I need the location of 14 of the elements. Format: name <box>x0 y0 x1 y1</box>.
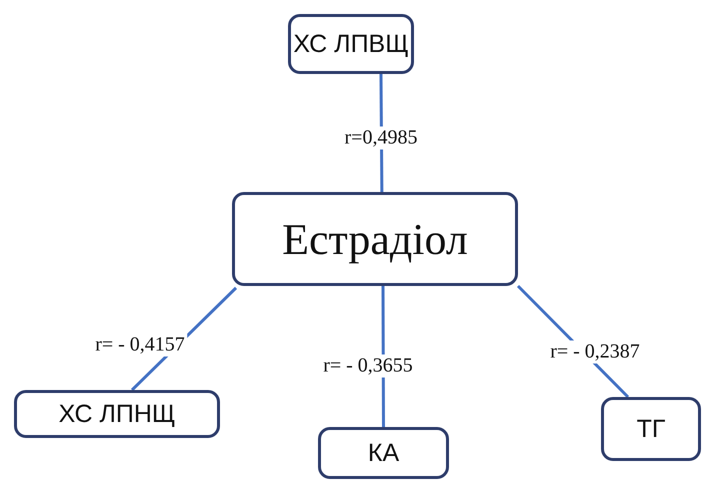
edge-label: r= - 0,4157 <box>93 334 187 356</box>
node-box <box>318 427 449 479</box>
node-box <box>601 397 701 461</box>
edge-label: r= - 0,2387 <box>548 340 642 364</box>
node-label: ХС ЛПНЩ <box>58 400 176 428</box>
node-box <box>14 390 220 438</box>
node-box <box>232 192 518 286</box>
node-box <box>288 14 414 74</box>
node-label: Естрадіол <box>282 214 468 264</box>
node-label: ТГ <box>636 414 666 444</box>
node-label: ХС ЛПВЩ <box>293 30 409 58</box>
node-label: КА <box>368 438 400 468</box>
edge-label: r= - 0,3655 <box>321 354 415 378</box>
edge-label: r=0,4985 <box>342 126 420 150</box>
